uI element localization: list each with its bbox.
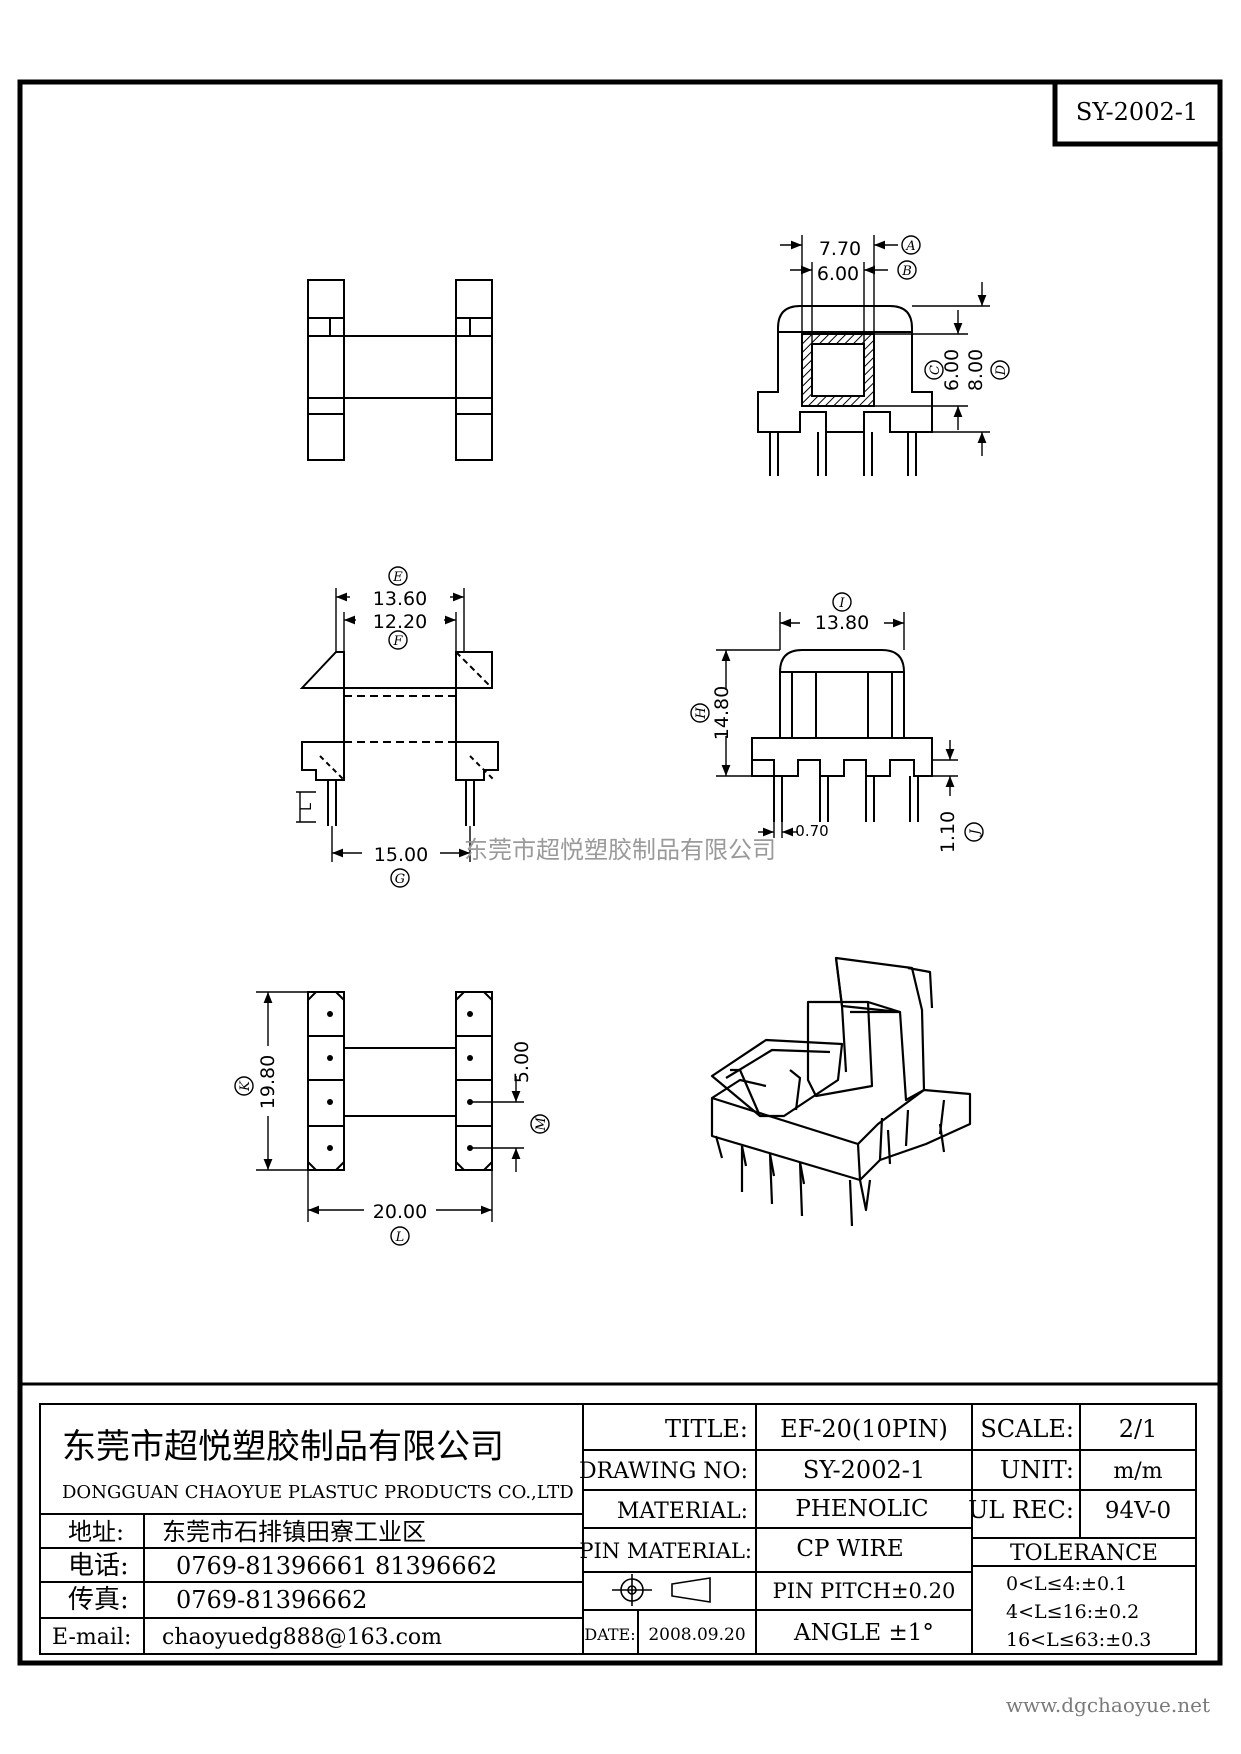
dim-a-label: A [905,239,915,254]
phone-label: 电话: [68,1551,129,1581]
title-block [20,1382,1220,1655]
ul-rec-label: UL REC: [968,1496,1074,1524]
dim-j-label: J [968,829,983,838]
address-value: 东莞市石排镇田寮工业区 [162,1518,426,1546]
dim-pin-value: 0.70 [795,822,828,840]
scale-value: 2/1 [1119,1415,1158,1443]
ul-rec-value: 94V-0 [1105,1498,1171,1524]
view-top-right: 7.70 A 6.00 B 6.00 C 8.00 D [757,235,1010,476]
email-label: E-mail: [52,1625,131,1650]
title-value: EF-20(10PIN) [780,1415,948,1443]
scale-label: SCALE: [980,1415,1074,1443]
fax-label: 传真: [68,1585,129,1615]
dim-f-label: F [392,634,403,649]
dim-c-value: 6.00 [941,349,963,391]
dim-l-label: L [395,1230,405,1245]
material-label: MATERIAL: [617,1499,748,1524]
projection-symbol [612,1574,711,1606]
dim-e-label: E [392,570,403,585]
drawing-no-label: DRAWING NO: [579,1459,748,1484]
drawing-number-box: SY-2002-1 [1052,79,1223,147]
drawing-number-text: SY-2002-1 [1076,98,1198,126]
view-isometric [710,956,972,1227]
view-bottom-left: K 19.80 5.00 M 20.00 L [234,991,550,1246]
dim-j-value: 1.10 [937,811,959,853]
dim-a-value: 7.70 [819,238,861,260]
dim-g-label: G [395,872,405,887]
pin-material-value: CP WIRE [796,1536,903,1562]
dim-e-value: 13.60 [373,588,427,610]
dim-h-label: H [694,707,709,720]
tolerance-range-2: 4<L≤16:±0.2 [1006,1601,1139,1623]
dim-d-label: D [994,364,1009,376]
tolerance-label: TOLERANCE [1010,1541,1158,1566]
title-block-text: 东莞市超悦塑胶制品有限公司 DONGGUAN CHAOYUE PLASTUC P… [52,1415,1171,1651]
dim-i-value: 13.80 [815,612,869,634]
date-label: DATE: [584,1625,635,1644]
unit-label: UNIT: [1000,1456,1074,1484]
dim-d-value: 8.00 [965,349,987,391]
unit-value: m/m [1113,1459,1162,1484]
dim-h-value: 14.80 [711,686,733,740]
dim-b-value: 6.00 [817,263,859,285]
drawing-no-value: SY-2002-1 [803,1456,925,1484]
tolerance-range-1: 0<L≤4:±0.1 [1006,1573,1127,1595]
dim-m-value: 5.00 [511,1041,533,1083]
address-label: 地址: [68,1518,124,1546]
dim-f-value: 12.20 [373,611,427,633]
dim-b-label: B [901,264,912,279]
dim-i-label: I [838,596,845,611]
pin-pitch-text: PIN PITCH±0.20 [773,1579,956,1603]
fax-value: 0769-81396662 [176,1586,367,1614]
pin-material-label: PIN MATERIAL: [579,1539,752,1563]
dim-k-value: 19.80 [257,1055,279,1109]
dim-l-value: 20.00 [373,1201,427,1223]
watermark-text: 东莞市超悦塑胶制品有限公司 [464,836,776,864]
side-note-label: L [299,803,315,811]
company-name-cn: 东莞市超悦塑胶制品有限公司 [62,1427,504,1467]
date-value: 2008.09.20 [648,1625,745,1645]
view-middle-right: I 13.80 H 14.80 0.70 1.10 J [690,592,984,853]
angle-text: ANGLE ±1° [793,1620,934,1646]
dim-m-label: M [534,1117,549,1132]
title-label: TITLE: [665,1415,748,1443]
dim-g-value: 15.00 [374,844,428,866]
company-name-en: DONGGUAN CHAOYUE PLASTUC PRODUCTS CO.,LT… [62,1482,574,1503]
email-value: chaoyuedg888@163.com [162,1625,442,1650]
dim-c-label: C [928,365,943,375]
view-middle-left: E 13.60 12.20 F 15.00 G L [296,566,499,888]
tolerance-range-3: 16<L≤63:±0.3 [1006,1629,1151,1651]
dim-k-label: K [238,1080,253,1092]
website-text[interactable]: www.dgchaoyue.net [1006,1693,1210,1717]
view-top-left [307,279,493,461]
phone-value: 0769-81396661 81396662 [176,1552,497,1580]
outer-frame [17,79,1223,1666]
material-value: PHENOLIC [795,1496,928,1522]
